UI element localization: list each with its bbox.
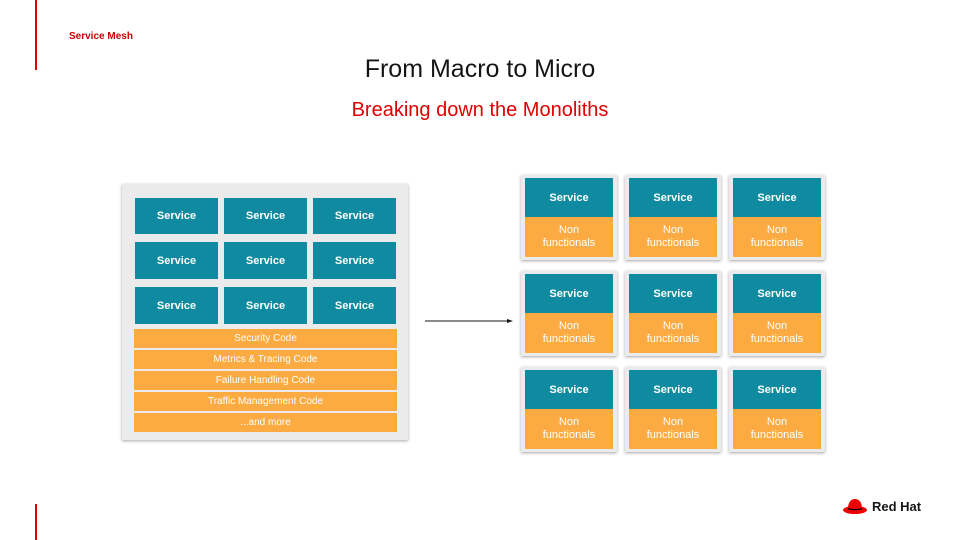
monolith-service: Service	[224, 198, 307, 234]
microservice-service: Service	[733, 370, 821, 409]
microservice-service: Service	[733, 178, 821, 217]
microservice-nonfunctionals: Non functionals	[525, 217, 613, 257]
microservice-service: Service	[629, 370, 717, 409]
red-hat-logo: Red Hat	[842, 496, 921, 516]
accent-bar-bottom	[35, 504, 37, 540]
microservice-nonfunctionals: Non functionals	[629, 313, 717, 353]
microservice-nonfunctionals: Non functionals	[629, 217, 717, 257]
monolith-code-row: Metrics & Tracing Code	[134, 350, 397, 369]
slide-subtitle: Breaking down the Monoliths	[351, 99, 609, 121]
microservice-card: Service Non functionals	[729, 367, 825, 452]
monolith-service: Service	[313, 198, 396, 234]
microservice-service: Service	[525, 370, 613, 409]
slide-title: From Macro to Micro	[364, 55, 596, 83]
microservice-service: Service	[629, 178, 717, 217]
microservice-card: Service Non functionals	[521, 175, 617, 260]
monolith-service: Service	[135, 242, 218, 279]
monolith-code-row: ...and more	[134, 413, 397, 432]
monolith-code-row: Traffic Management Code	[134, 392, 397, 411]
logo-text: Red Hat	[872, 498, 922, 514]
transform-arrow	[425, 319, 513, 323]
microservice-nonfunctionals: Non functionals	[733, 217, 821, 257]
monolith-service: Service	[224, 242, 307, 279]
monolith-service: Service	[313, 287, 396, 324]
monolith-card: Service Service Service Service Service …	[122, 184, 408, 440]
microservice-card: Service Non functionals	[625, 271, 721, 356]
microservice-nonfunctionals: Non functionals	[629, 409, 717, 449]
microservice-card: Service Non functionals	[521, 271, 617, 356]
microservice-service: Service	[733, 274, 821, 313]
microservice-card: Service Non functionals	[625, 367, 721, 452]
microservice-card: Service Non functionals	[625, 175, 721, 260]
monolith-service: Service	[224, 287, 307, 324]
accent-bar-top	[35, 0, 37, 70]
microservice-card: Service Non functionals	[521, 367, 617, 452]
red-hat-fedora-icon	[843, 499, 867, 514]
monolith-service: Service	[313, 242, 396, 279]
microservice-service: Service	[629, 274, 717, 313]
microservice-nonfunctionals: Non functionals	[733, 313, 821, 353]
microservice-nonfunctionals: Non functionals	[525, 409, 613, 449]
microservice-nonfunctionals: Non functionals	[733, 409, 821, 449]
monolith-service: Service	[135, 198, 218, 234]
microservice-service: Service	[525, 178, 613, 217]
monolith-code-row: Security Code	[134, 329, 397, 348]
monolith-service: Service	[135, 287, 218, 324]
section-label: Service Mesh	[69, 31, 133, 42]
microservice-nonfunctionals: Non functionals	[525, 313, 613, 353]
monolith-code-row: Failure Handling Code	[134, 371, 397, 390]
microservice-card: Service Non functionals	[729, 271, 825, 356]
microservice-card: Service Non functionals	[729, 175, 825, 260]
microservice-service: Service	[525, 274, 613, 313]
